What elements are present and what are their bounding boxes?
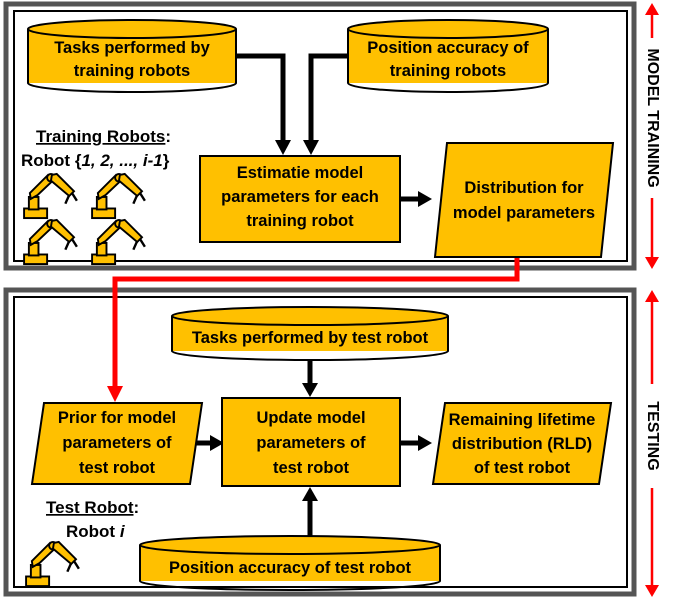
prior-input: Prior for model parameters of test robot (30, 402, 204, 485)
testing-side-label: TESTING (644, 401, 661, 470)
test-tasks-label: Tasks performed by test robot (192, 329, 429, 347)
test-robot-heading: Test Robot (46, 498, 134, 517)
prior-line1: Prior for model (58, 409, 176, 427)
prior-line2: parameters of (62, 434, 172, 452)
svg-text:Test Robot:: Test Robot: (46, 498, 139, 517)
training-frame-inner (13, 10, 628, 262)
testing-frame (3, 287, 637, 597)
training-robots-heading: Training Robots (36, 127, 165, 146)
training-flow-arrows (236, 53, 432, 207)
training-accuracy-line1: Position accuracy of (367, 39, 529, 57)
industrial-robot-arm-icon (24, 540, 81, 588)
transfer-arrow (107, 258, 520, 402)
estimate-line3: training robot (246, 212, 354, 230)
estimate-parameters-process: Estimatie model parameters for each trai… (199, 155, 401, 243)
industrial-robot-arm-icon (90, 218, 147, 266)
estimate-line1: Estimatie model (237, 164, 364, 182)
training-accuracy-database: Position accuracy of training robots (347, 19, 549, 93)
test-tasks-database: Tasks performed by test robot (171, 306, 449, 361)
distribution-line1: Distribution for (464, 179, 584, 197)
testing-frame-inner (13, 296, 628, 588)
rld-line1: Remaining lifetime (449, 411, 596, 429)
test-accuracy-label: Position accuracy of test robot (169, 559, 412, 577)
training-phase-indicator: MODEL TRAINING (640, 3, 664, 269)
training-robots-set-items: 1, 2, ..., i-1 (81, 151, 162, 170)
rld-line2: distribution (RLD) (452, 435, 592, 453)
distribution-output: Distribution for model parameters (433, 142, 615, 258)
testing-phase-indicator: TESTING (640, 290, 664, 597)
training-tasks-line1: Tasks performed by (54, 39, 210, 57)
training-tasks-line2: training robots (74, 62, 190, 80)
update-parameters-process: Update model parameters of test robot (221, 397, 401, 487)
training-robots-set-prefix: Robot { (21, 151, 82, 170)
test-robot-prefix: Robot (66, 522, 120, 541)
distribution-line2: model parameters (453, 204, 595, 222)
svg-text:Robot {1, 2, ..., i-1}: Robot {1, 2, ..., i-1} (21, 151, 170, 170)
update-line3: test robot (273, 459, 350, 477)
industrial-robot-arm-icon (90, 172, 147, 220)
test-robot-id: i (120, 522, 126, 541)
training-accuracy-line2: training robots (390, 62, 506, 80)
rld-line3: of test robot (474, 459, 571, 477)
training-tasks-database: Tasks performed by training robots (27, 19, 237, 93)
test-robot-label: Test Robot: Robot i (46, 498, 139, 541)
training-frame (3, 1, 637, 271)
estimate-line2: parameters for each (221, 188, 379, 206)
test-accuracy-database: Position accuracy of test robot (139, 535, 441, 591)
training-robots-label: Training Robots: Robot {1, 2, ..., i-1} (21, 127, 171, 170)
rld-output: Remaining lifetime distribution (RLD) of… (431, 402, 613, 485)
industrial-robot-arm-icon (22, 218, 79, 266)
svg-text:Robot i: Robot i (66, 522, 126, 541)
svg-text:Training Robots:: Training Robots: (36, 127, 171, 146)
update-line1: Update model (256, 409, 365, 427)
training-side-label: MODEL TRAINING (644, 48, 661, 187)
industrial-robot-arm-icon (22, 172, 79, 220)
prior-line3: test robot (79, 459, 156, 477)
update-line2: parameters of (256, 434, 366, 452)
